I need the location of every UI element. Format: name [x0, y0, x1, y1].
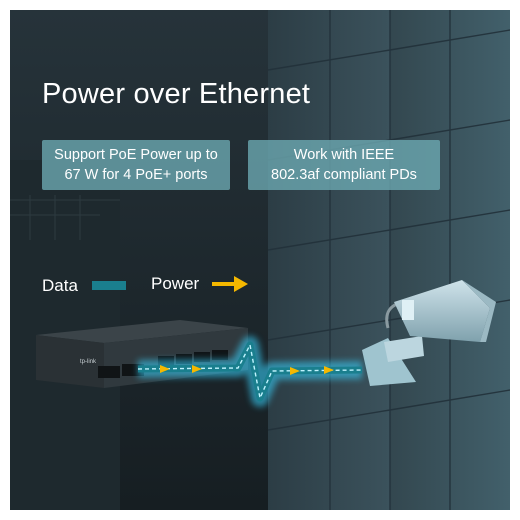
- feature-badge-poe-budget: Support PoE Power up to 67 W for 4 PoE+ …: [42, 140, 230, 190]
- page-title: Power over Ethernet: [42, 78, 311, 110]
- background-scene: tp-link: [10, 10, 510, 510]
- device-brand-logo: tp-link: [80, 359, 97, 365]
- power-arrows: [160, 365, 334, 375]
- feature-badge-line: Support PoE Power up to: [54, 147, 218, 163]
- feature-badge-line: 67 W for 4 PoE+ ports: [64, 167, 208, 183]
- feature-badge-line: 802.3af compliant PDs: [271, 167, 417, 183]
- legend-power-label: Power: [151, 274, 200, 293]
- legend-data-swatch: [92, 281, 126, 290]
- security-camera: [362, 280, 496, 386]
- feature-badge-line: Work with IEEE: [293, 147, 395, 163]
- building-wall-left: [268, 10, 390, 510]
- poe-cable-dash: [137, 344, 363, 399]
- legend-data-label: Data: [42, 276, 78, 295]
- feature-badge-ieee: Work with IEEE 802.3af compliant PDs: [248, 140, 440, 190]
- power-arrow-icon: [212, 276, 248, 292]
- promo-banner: tp-link Power over Ethernet Support PoE …: [10, 10, 510, 510]
